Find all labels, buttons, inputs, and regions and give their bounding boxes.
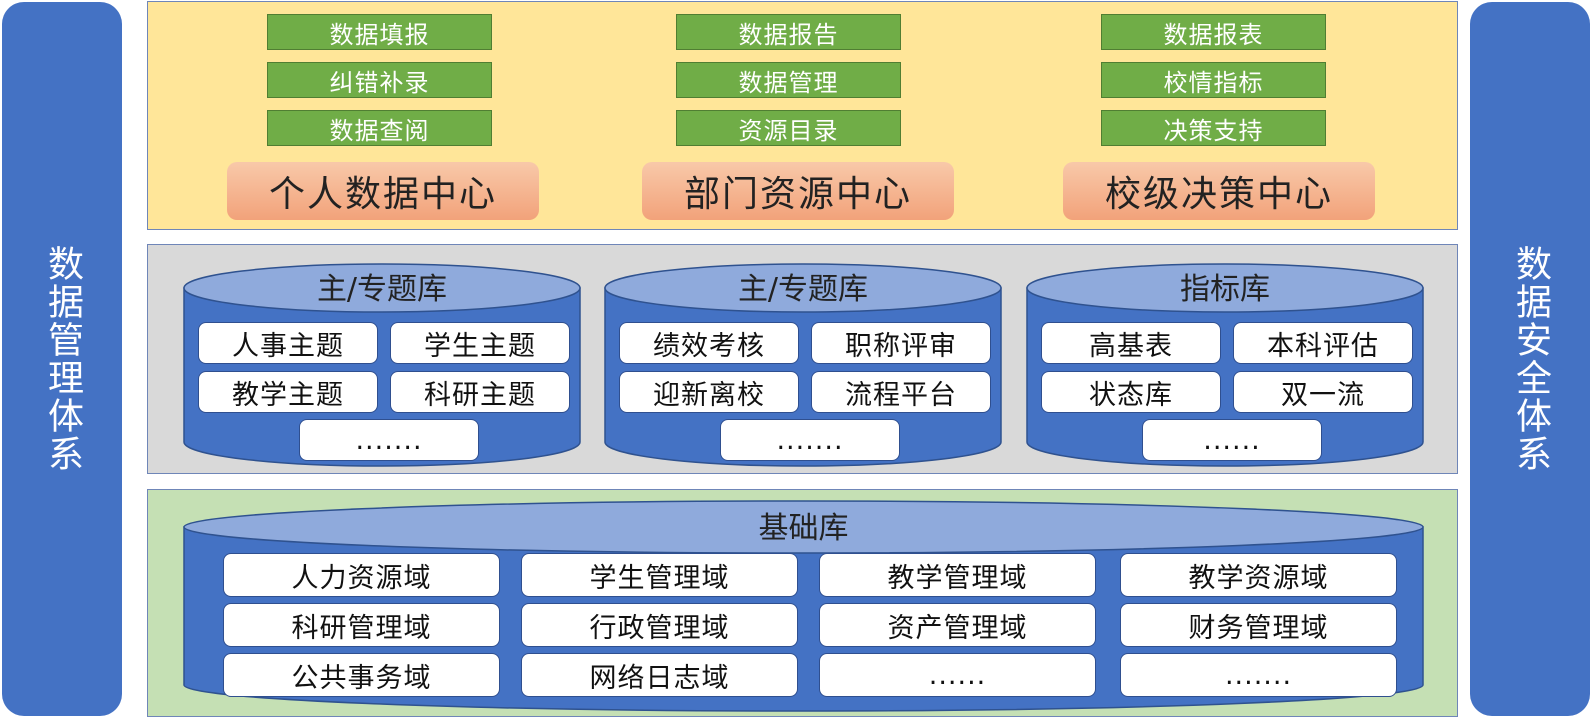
data-sheet-button[interactable]: 数据报表 — [1101, 14, 1326, 50]
base-database-cylinder: 基础库 人力资源域 学生管理域 教学管理域 教学资源域 科研管理域 行政管理域 … — [182, 497, 1425, 713]
topic-database-cylinder-1: 主/专题库 人事主题 学生主题 教学主题 科研主题 ....... — [182, 262, 582, 468]
performance-assessment-item[interactable]: 绩效考核 — [619, 322, 799, 364]
data-management-button[interactable]: 数据管理 — [676, 62, 901, 98]
data-security-system-panel: 数据安全体系 — [1470, 2, 1590, 716]
student-topic-item[interactable]: 学生主题 — [390, 322, 570, 364]
student-management-domain-item[interactable]: 学生管理域 — [521, 553, 798, 597]
data-query-button[interactable]: 数据查阅 — [267, 110, 492, 146]
data-report-button[interactable]: 数据报告 — [676, 14, 901, 50]
personal-data-center-label: 个人数据中心 — [227, 162, 539, 220]
indicator-database-title: 指标库 — [1180, 272, 1270, 307]
public-affairs-domain-item[interactable]: 公共事务域 — [223, 653, 500, 697]
data-entry-button[interactable]: 数据填报 — [267, 14, 492, 50]
hr-topic-item[interactable]: 人事主题 — [198, 322, 378, 364]
more-indicators-item[interactable]: ...... — [1142, 419, 1322, 461]
title-review-item[interactable]: 职称评审 — [811, 322, 991, 364]
resource-catalog-button[interactable]: 资源目录 — [676, 110, 901, 146]
school-decision-center-label: 校级决策中心 — [1063, 162, 1375, 220]
school-indicator-button[interactable]: 校情指标 — [1101, 62, 1326, 98]
teaching-resource-domain-item[interactable]: 教学资源域 — [1120, 553, 1397, 597]
indicator-database-cylinder: 指标库 高基表 本科评估 状态库 双一流 ...... — [1025, 262, 1425, 468]
more-domains-item[interactable]: ...... — [819, 653, 1096, 697]
hr-domain-item[interactable]: 人力资源域 — [223, 553, 500, 597]
topic-database-title: 主/专题库 — [737, 272, 869, 307]
enrollment-departure-item[interactable]: 迎新离校 — [619, 371, 799, 413]
teaching-management-domain-item[interactable]: 教学管理域 — [819, 553, 1096, 597]
data-management-system-panel: 数据管理体系 — [2, 2, 122, 716]
topic-database-title: 主/专题库 — [316, 272, 448, 307]
undergrad-evaluation-item[interactable]: 本科评估 — [1233, 322, 1413, 364]
double-first-class-item[interactable]: 双一流 — [1233, 371, 1413, 413]
research-management-domain-item[interactable]: 科研管理域 — [223, 603, 500, 647]
more-topics-item[interactable]: ....... — [720, 419, 900, 461]
administration-domain-item[interactable]: 行政管理域 — [521, 603, 798, 647]
correction-supplement-button[interactable]: 纠错补录 — [267, 62, 492, 98]
high-base-table-item[interactable]: 高基表 — [1041, 322, 1221, 364]
department-resource-center-label: 部门资源中心 — [642, 162, 954, 220]
status-database-item[interactable]: 状态库 — [1041, 371, 1221, 413]
finance-management-domain-item[interactable]: 财务管理域 — [1120, 603, 1397, 647]
more-topics-item[interactable]: ....... — [299, 419, 479, 461]
research-topic-item[interactable]: 科研主题 — [390, 371, 570, 413]
data-security-system-label: 数据安全体系 — [1510, 245, 1551, 473]
process-platform-item[interactable]: 流程平台 — [811, 371, 991, 413]
asset-management-domain-item[interactable]: 资产管理域 — [819, 603, 1096, 647]
data-management-system-label: 数据管理体系 — [42, 245, 83, 473]
topic-database-cylinder-2: 主/专题库 绩效考核 职称评审 迎新离校 流程平台 ....... — [603, 262, 1003, 468]
decision-support-button[interactable]: 决策支持 — [1101, 110, 1326, 146]
more-domains-item[interactable]: ....... — [1120, 653, 1397, 697]
teaching-topic-item[interactable]: 教学主题 — [198, 371, 378, 413]
network-log-domain-item[interactable]: 网络日志域 — [521, 653, 798, 697]
base-database-title: 基础库 — [758, 511, 849, 546]
